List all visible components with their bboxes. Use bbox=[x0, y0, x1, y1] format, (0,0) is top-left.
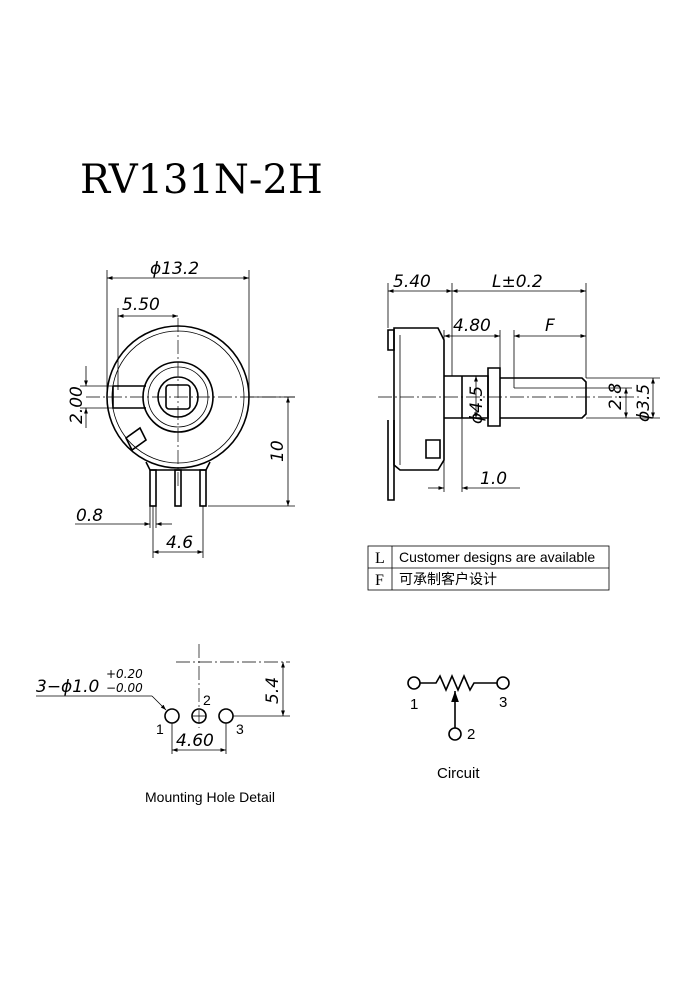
circuit-terminal-3 bbox=[496, 676, 510, 690]
dim-thickness: 1.0 bbox=[480, 469, 507, 489]
circuit-diagram: 1 3 2 Circuit bbox=[407, 673, 510, 782]
dim-flat-width: 2.8 bbox=[606, 383, 626, 410]
mount-pin-2: 2 bbox=[203, 692, 211, 708]
dim-shaft-dia: ϕ3.5 bbox=[634, 384, 654, 422]
mount-hole-3 bbox=[218, 708, 234, 724]
resistor-zigzag bbox=[420, 673, 497, 693]
mount-pin-3: 3 bbox=[236, 721, 244, 737]
legend-table: L Customer designs are available F 可承制客户… bbox=[367, 545, 610, 591]
legend-text-f: 可承制客户设计 bbox=[399, 571, 497, 587]
dim-bushing-dia: ϕ4.5 bbox=[467, 386, 487, 424]
circuit-pin-1: 1 bbox=[410, 696, 418, 713]
front-view: ϕ13.2 5.50 2.00 10 0.8 4.6 bbox=[67, 259, 295, 558]
dim-shaft-length: L±0.2 bbox=[492, 272, 543, 292]
dim-pin-width: 0.8 bbox=[76, 506, 103, 526]
dim-row-offset: 5.4 bbox=[263, 677, 283, 704]
circuit-terminal-2 bbox=[448, 727, 462, 741]
legend-key-f: F bbox=[375, 572, 384, 589]
dim-center-offset: 5.50 bbox=[122, 295, 160, 315]
circuit-pin-2: 2 bbox=[467, 726, 475, 743]
circuit-caption: Circuit bbox=[437, 765, 480, 782]
mount-hole-1 bbox=[164, 708, 180, 724]
dim-flat: F bbox=[545, 316, 555, 336]
dim-diameter: ϕ13.2 bbox=[150, 259, 199, 279]
holes-label: 3−ϕ1.0 bbox=[36, 677, 99, 697]
dim-body-depth: 5.40 bbox=[393, 272, 431, 292]
mounting-caption: Mounting Hole Detail bbox=[145, 789, 275, 805]
dim-pin-pitch: 4.6 bbox=[166, 533, 193, 553]
holes-tol-lower: −0.00 bbox=[106, 681, 143, 695]
dim-bushing: 4.80 bbox=[453, 316, 491, 336]
legend-key-l: L bbox=[375, 550, 385, 567]
holes-tol-upper: +0.20 bbox=[106, 667, 143, 681]
circuit-pin-3: 3 bbox=[499, 694, 507, 711]
side-view: 5.40 L±0.2 4.80 F ϕ4.5 2.8 ϕ3.5 1.0 bbox=[378, 272, 660, 501]
mount-pin-1: 1 bbox=[156, 721, 164, 737]
dim-height: 10 bbox=[268, 440, 288, 462]
legend-text-l: Customer designs are available bbox=[399, 549, 595, 565]
dim-tab-height: 2.00 bbox=[67, 386, 87, 424]
mounting-hole-detail: 3−ϕ1.0 +0.20 −0.00 1 2 3 5.4 4.60 Mounti… bbox=[36, 644, 290, 805]
dim-pitch: 4.60 bbox=[176, 731, 214, 751]
circuit-terminal-1 bbox=[407, 676, 421, 690]
part-number-title: RV131N-2H bbox=[80, 157, 323, 203]
